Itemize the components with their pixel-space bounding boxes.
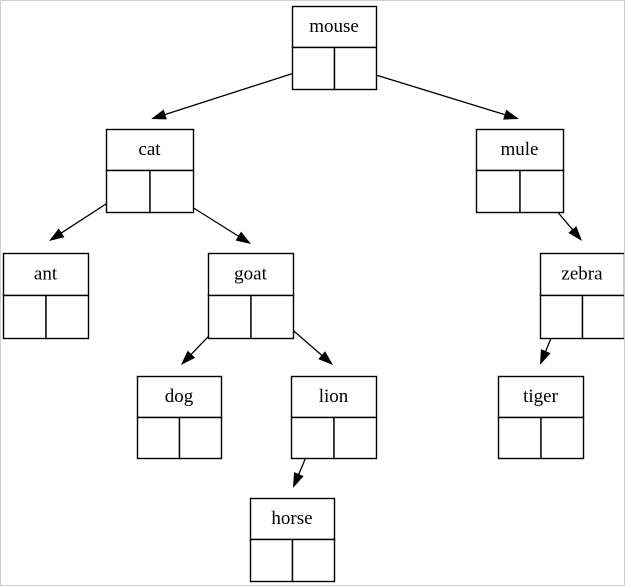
node-left-pointer-cell-horse[interactable]	[249, 538, 294, 583]
edge-arrowhead-cat-goat	[235, 231, 251, 244]
node-label-text-goat: goat	[234, 263, 267, 284]
node-left-pointer-cell-cat[interactable]	[105, 169, 151, 214]
node-label-text-lion: lion	[319, 386, 349, 407]
node-right-pointer-cell-zebra[interactable]	[581, 294, 625, 340]
node-label-box-dog	[136, 375, 223, 419]
edge-line-mouse-mule	[352, 67, 508, 117]
node-label-text-zebra: zebra	[561, 263, 603, 284]
tree-node-tiger[interactable]: tiger	[497, 375, 585, 460]
node-right-pointer-cell-dog[interactable]	[178, 416, 223, 460]
node-label-text-cat: cat	[138, 139, 161, 160]
tree-node-mouse[interactable]: mouse	[291, 5, 378, 91]
node-label-text-ant: ant	[34, 263, 58, 284]
node-right-pointer-cell-lion[interactable]	[333, 416, 378, 460]
tree-edge-mouse-cat	[151, 66, 314, 120]
node-label-box-horse	[249, 497, 336, 541]
node-label-box-cat	[105, 128, 195, 172]
node-left-pointer-cell-ant[interactable]	[2, 294, 47, 340]
tree-node-lion[interactable]: lion	[290, 375, 378, 460]
node-label-text-mule: mule	[501, 139, 539, 160]
edge-arrowhead-mouse-cat	[151, 109, 167, 120]
tree-node-horse[interactable]: horse	[249, 497, 336, 583]
edge-arrowhead-lion-horse	[293, 472, 304, 488]
node-label-text-dog: dog	[165, 386, 194, 407]
node-left-pointer-cell-lion[interactable]	[290, 416, 335, 460]
tree-node-dog[interactable]: dog	[136, 375, 223, 460]
node-label-box-lion	[290, 375, 378, 419]
nodes-layer: mouse cat mule ant goat zebra dog lion tiger hors…	[2, 5, 625, 583]
tree-node-goat[interactable]: goat	[207, 252, 295, 340]
node-left-pointer-cell-mule[interactable]	[475, 169, 521, 214]
node-right-pointer-cell-ant[interactable]	[45, 294, 90, 340]
tree-node-zebra[interactable]: zebra	[539, 252, 625, 340]
node-left-pointer-cell-dog[interactable]	[136, 416, 181, 460]
tree-node-cat[interactable]: cat	[105, 128, 195, 214]
node-label-box-ant	[2, 252, 90, 297]
node-right-pointer-cell-mule[interactable]	[519, 169, 565, 214]
edge-arrowhead-mouse-mule	[503, 109, 519, 120]
node-left-pointer-cell-goat[interactable]	[207, 294, 252, 340]
node-label-text-mouse: mouse	[309, 16, 359, 37]
node-left-pointer-cell-zebra[interactable]	[539, 294, 584, 340]
node-right-pointer-cell-horse[interactable]	[291, 538, 336, 583]
node-right-pointer-cell-goat[interactable]	[250, 294, 295, 340]
edge-arrowhead-cat-ant	[49, 228, 65, 241]
tree-node-mule[interactable]: mule	[475, 128, 565, 214]
edge-line-mouse-cat	[162, 66, 314, 116]
node-right-pointer-cell-cat[interactable]	[149, 169, 195, 214]
node-right-pointer-cell-tiger[interactable]	[540, 416, 585, 460]
tree-node-ant[interactable]: ant	[2, 252, 90, 340]
node-left-pointer-cell-mouse[interactable]	[291, 46, 336, 91]
node-label-box-mule	[475, 128, 565, 172]
node-label-text-horse: horse	[271, 508, 312, 529]
node-label-box-goat	[207, 252, 295, 297]
edge-arrowhead-goat-dog	[181, 350, 196, 365]
node-right-pointer-cell-mouse[interactable]	[333, 46, 378, 91]
edge-arrowhead-zebra-tiger	[540, 349, 551, 365]
edge-arrowhead-mule-zebra	[568, 226, 582, 241]
tree-edge-mouse-mule	[352, 67, 519, 120]
node-label-text-tiger: tiger	[523, 386, 558, 407]
node-left-pointer-cell-tiger[interactable]	[497, 416, 542, 460]
edge-arrowhead-goat-lion	[318, 351, 333, 365]
